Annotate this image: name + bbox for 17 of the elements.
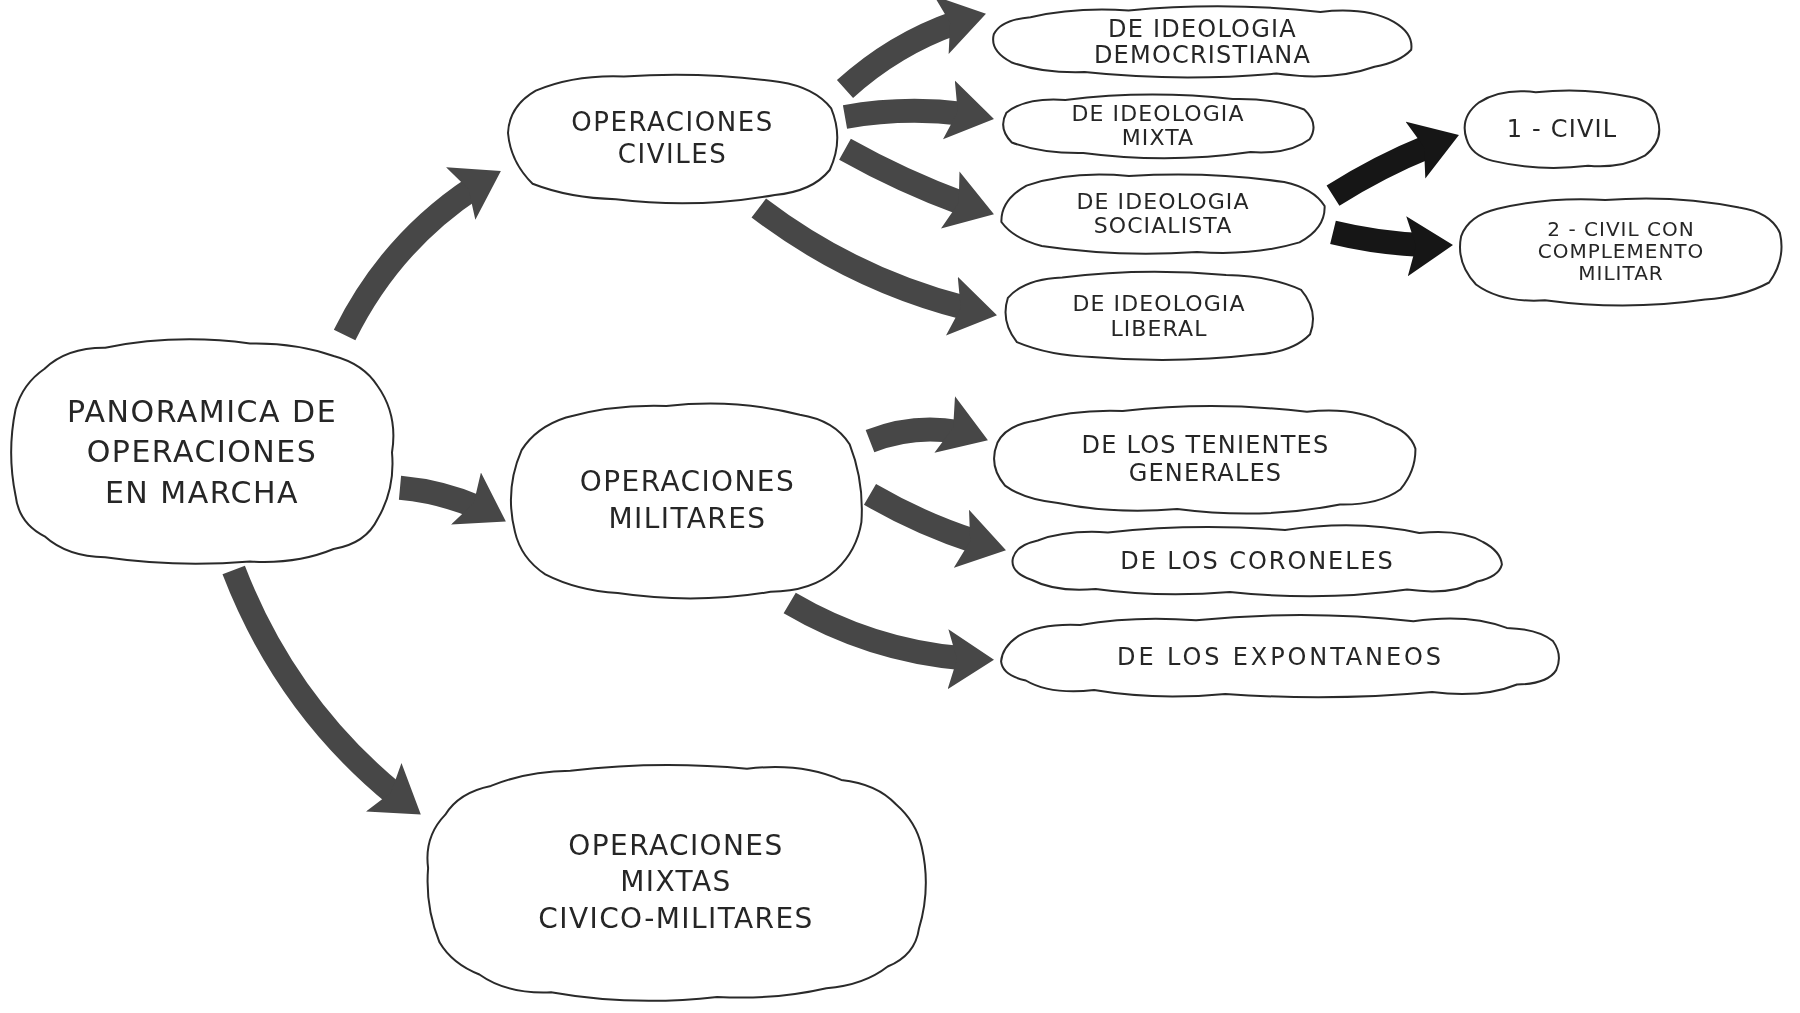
node-text: 2 - CIVIL CON COMPLEMENTO MILITAR: [1536, 218, 1706, 284]
arrow: [751, 198, 999, 335]
node-text: DE IDEOLOGIA DEMOCRISTIANA: [1092, 15, 1313, 69]
arrow: [1330, 215, 1453, 276]
node-text: DE LOS EXPONTANEOS: [1116, 643, 1445, 671]
node-text: DE LOS CORONELES: [1119, 547, 1396, 575]
node-text: OPERACIONES CIVILES: [570, 105, 775, 171]
node-text: OPERACIONES MILITARES: [578, 464, 797, 537]
arrow: [783, 592, 994, 689]
node-text: 1 - CIVIL: [1505, 115, 1619, 143]
node-text: DE IDEOLOGIA LIBERAL: [1071, 290, 1247, 342]
node-text: PANORAMICA DE OPERACIONES EN MARCHA: [65, 392, 339, 512]
arrow: [843, 81, 996, 141]
node-text: DE LOS TENIENTES GENERALES: [1080, 431, 1331, 488]
node-text: DE IDEOLOGIA MIXTA: [1070, 101, 1246, 151]
node-text: DE IDEOLOGIA SOCIALISTA: [1075, 189, 1251, 239]
node-text: OPERACIONES MIXTAS CIVICO-MILITARES: [537, 827, 815, 937]
